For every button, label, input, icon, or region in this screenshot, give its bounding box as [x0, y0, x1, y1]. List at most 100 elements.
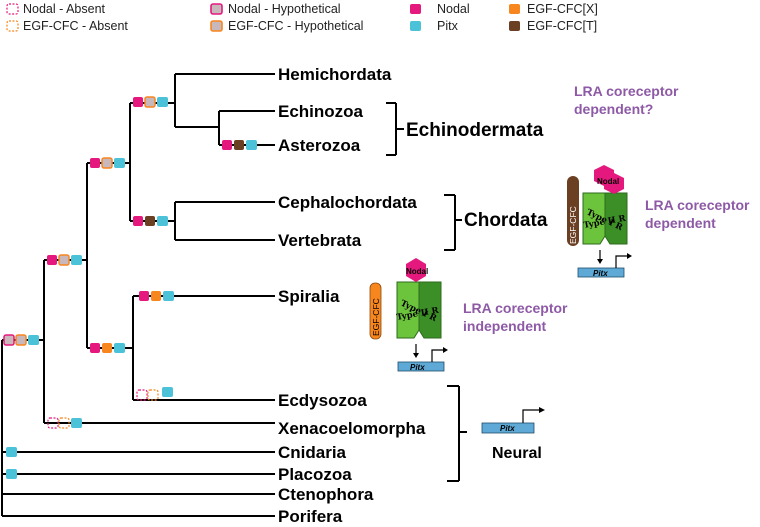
nodal-absent-marker [47, 417, 59, 429]
nodal-marker [133, 216, 143, 226]
pitx-gene-box [397, 361, 445, 372]
transcription-arrow [431, 349, 444, 362]
signal-arrowhead [597, 259, 603, 264]
legend-egfcfc-t: EGF-CFC[T] [527, 19, 597, 33]
egfcfc-x-swatch [509, 4, 520, 14]
nodal-absent-marker [136, 389, 148, 401]
transcription-arrowhead [539, 407, 545, 413]
chordata-signaling-schematic: EGF-CFC Type I R Type II R Nodal Pitx [567, 165, 632, 278]
egfcfc-absent-marker [58, 417, 70, 429]
nodal-hypothetical-swatch [210, 3, 223, 15]
group-echinodermata: Echinodermata [406, 120, 544, 141]
egfcfc-x-marker [151, 291, 161, 301]
pitx-gene-label: Pitx [593, 269, 608, 278]
pitx-marker [71, 418, 82, 428]
egfcfc-absent-marker [147, 389, 159, 401]
pitx-marker [157, 216, 168, 226]
taxon-cnidaria: Cnidaria [278, 443, 347, 462]
taxon-hemichordata: Hemichordata [278, 65, 392, 84]
pitx-swatch [410, 21, 421, 31]
placozoa-pitx-marker [6, 469, 17, 479]
pitx-gene-box [577, 267, 625, 278]
taxon-spiralia: Spiralia [278, 287, 340, 306]
pitx-marker [28, 335, 39, 345]
bilateria-node-markers [47, 254, 82, 266]
lra-independent-line1: LRA coreceptor [463, 300, 568, 316]
type1-receptor [582, 192, 606, 245]
pitx-gene-label: Pitx [410, 363, 425, 372]
signal-arrowhead [413, 353, 419, 358]
taxon-placozoa: Placozoa [278, 465, 352, 484]
transcription-arrowhead [443, 347, 448, 353]
transcription-arrow [615, 255, 628, 268]
taxon-xenacoelomorpha: Xenacoelomorpha [278, 419, 426, 438]
legend-nodal-absent: Nodal - Absent [23, 2, 106, 16]
transcription-arrow [522, 409, 540, 423]
ecdysozoa-markers [136, 387, 173, 401]
pitx-marker [71, 255, 82, 265]
taxon-asterozoa: Asterozoa [278, 136, 361, 155]
cnidaria-pitx-marker [6, 447, 17, 457]
nodal-ligand-right [604, 173, 624, 194]
root-node-markers [3, 334, 39, 346]
xenacoelomorpha-markers [47, 417, 82, 429]
legend-egfcfc-hypothetical: EGF-CFC - Hypothetical [228, 19, 363, 33]
taxon-cephalochordata: Cephalochordata [278, 193, 417, 212]
legend-nodal: Nodal [437, 2, 470, 16]
nodal-label: Nodal [406, 267, 428, 276]
phylogenetic-tree [1, 73, 275, 517]
pitx-gene-box [481, 422, 535, 434]
protostome-node-markers [90, 343, 125, 353]
pitx-marker [114, 158, 125, 168]
egfcfc-absent-swatch [6, 20, 19, 32]
egfcfc-x-marker [102, 343, 112, 353]
legend: Nodal - Absent EGF-CFC - Absent Nodal - … [6, 2, 598, 33]
lra-dependent-q-line1: LRA coreceptor [574, 83, 679, 99]
lra-dependent-q-line2: dependent? [574, 101, 653, 117]
egfcfc-coreceptor-brown [567, 176, 579, 246]
pitx-marker [162, 387, 173, 397]
legend-egfcfc-x: EGF-CFC[X] [527, 2, 598, 16]
egfcfc-coreceptor-orange [369, 282, 382, 340]
legend-egfcfc-absent: EGF-CFC - Absent [23, 19, 128, 33]
neural-label: Neural [492, 445, 542, 462]
hypothetical-nodal-marker [3, 334, 15, 346]
legend-nodal-hypothetical: Nodal - Hypothetical [228, 2, 341, 16]
taxon-ecdysozoa: Ecdysozoa [278, 391, 367, 410]
type2-receptor [604, 192, 628, 245]
lra-dependent-line2: dependent [645, 215, 716, 231]
egfcfc-t-marker [234, 140, 244, 150]
hypothetical-egfcfc-marker [144, 96, 156, 108]
pitx-marker [163, 291, 174, 301]
pitx-marker [114, 343, 125, 353]
taxon-ctenophora: Ctenophora [278, 485, 374, 504]
deuterostome-node-markers [90, 157, 125, 169]
lra-dependent-line1: LRA coreceptor [645, 197, 750, 213]
type2-receptor [418, 281, 442, 339]
nodal-marker [139, 291, 149, 301]
egfcfc-hypothetical-swatch [210, 20, 223, 32]
pitx-gene-label: Pitx [500, 424, 515, 433]
egfcfc-label: EGF-CFC [371, 298, 381, 336]
taxon-echinozoa: Echinozoa [278, 102, 364, 121]
pitx-marker [157, 97, 168, 107]
ambulacraria-node-markers [133, 96, 168, 108]
egfcfc-label: EGF-CFC [568, 206, 578, 244]
pitx-marker [246, 140, 257, 150]
nodal-marker [90, 158, 100, 168]
hypothetical-egfcfc-marker [101, 157, 113, 169]
egfcfc-t-marker [145, 216, 155, 226]
nodal-absent-swatch [6, 3, 19, 15]
brackets [386, 102, 467, 482]
chordata-node-markers [133, 216, 168, 226]
spiralia-signaling-schematic: EGF-CFC Type I R Type II R Nodal Pitx [369, 258, 448, 372]
neural-pitx-schematic: Pitx Neural [481, 407, 545, 462]
spiralia-node-markers [139, 291, 174, 301]
type1-receptor [396, 281, 420, 339]
nodal-swatch [410, 4, 421, 14]
egfcfc-t-swatch [509, 21, 520, 31]
nodal-ligand [406, 258, 426, 282]
taxon-vertebrata: Vertebrata [278, 231, 362, 250]
